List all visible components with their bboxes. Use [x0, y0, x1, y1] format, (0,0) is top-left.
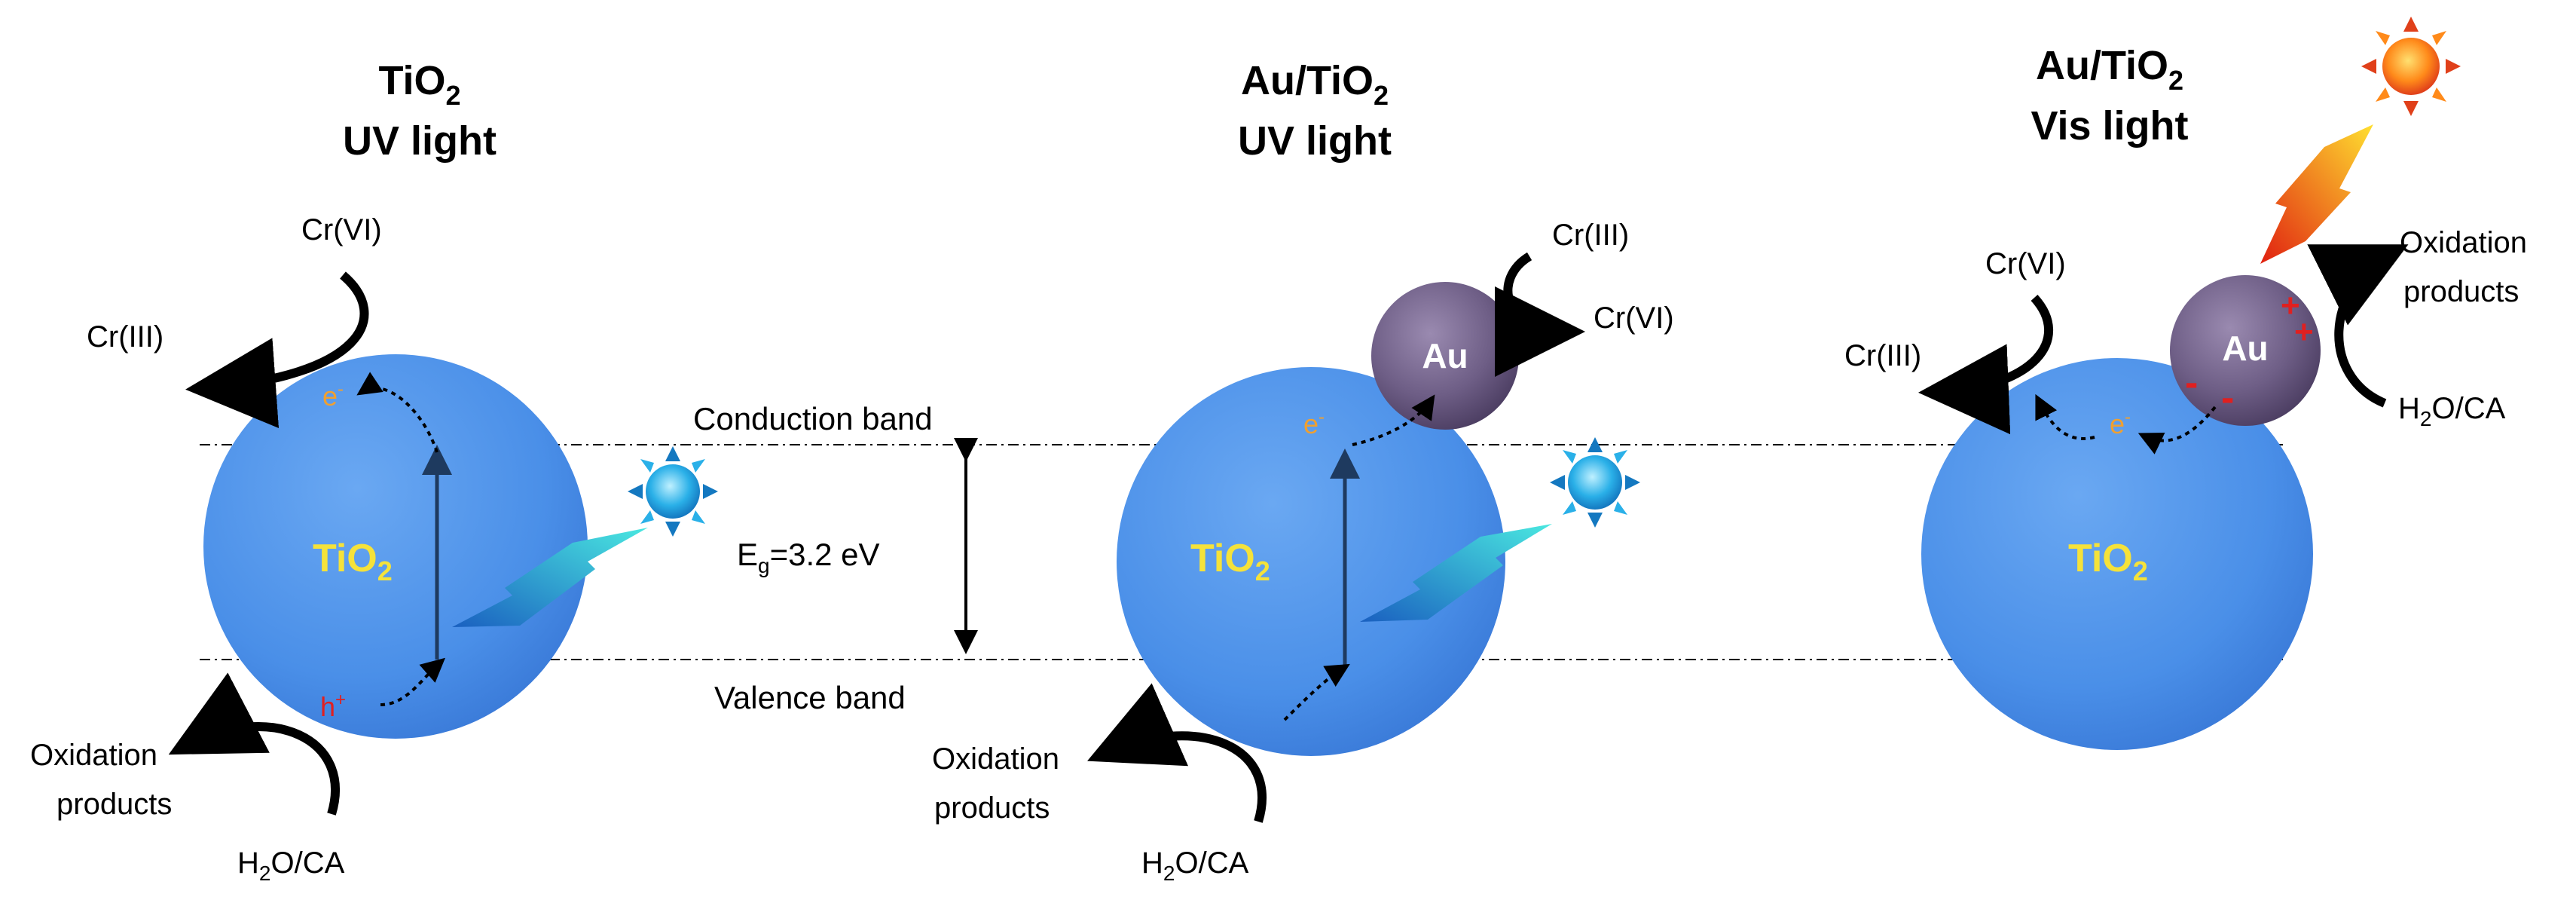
cr3-label: Cr(III) — [87, 320, 163, 354]
panel-au-tio2-vis: Au/TiO2 Vis light TiO2 Au + + - - e- Cr(… — [1844, 17, 2527, 750]
oxidation-arrow — [2307, 244, 2409, 408]
conduction-band-label: Conduction band — [693, 401, 933, 436]
electron-transfer-arrow — [1352, 394, 1435, 446]
h2o-ca-label: H2O/CA — [1141, 846, 1249, 885]
au-redox-arrow — [1494, 252, 1585, 377]
tio2-particle-label: TiO2 — [1190, 537, 1270, 586]
panel1-title: TiO2 — [378, 58, 460, 111]
cr6-label: Cr(VI) — [1594, 302, 1674, 335]
reduction-arrow — [185, 271, 369, 428]
oxidation-arrow — [1087, 683, 1267, 823]
electron-label: e- — [322, 379, 344, 412]
cr3-label: Cr(III) — [1844, 339, 1921, 372]
h2o-ca-label: H2O/CA — [237, 846, 345, 885]
panel3-light: Vis light — [2031, 103, 2188, 148]
oxidation-label-line1: Oxidation — [2400, 226, 2527, 259]
tio2-particle — [203, 354, 588, 739]
tio2-particle-label: TiO2 — [2068, 537, 2148, 586]
panel2-title: Au/TiO2 — [1241, 58, 1389, 111]
tio2-particle — [1921, 358, 2313, 750]
band-gap-label: Eg=3.2 eV — [737, 537, 880, 577]
electron-transfer-arrow — [356, 372, 439, 453]
panel2-light: UV light — [1238, 118, 1392, 164]
oxidation-label-line1: Oxidation — [30, 739, 157, 772]
electron-label: e- — [2110, 407, 2131, 439]
au-label: Au — [2222, 329, 2268, 368]
sun-icon — [2361, 17, 2461, 116]
au-nanoparticle — [1371, 282, 1519, 430]
tio2-particle-label: TiO2 — [313, 537, 393, 586]
panel1-light: UV light — [343, 118, 497, 164]
tio2-particle — [1117, 367, 1505, 756]
hole-transfer-arrow — [1283, 663, 1350, 721]
au-positive-charge-2: + — [2294, 314, 2314, 350]
hole-transfer-arrow — [380, 657, 446, 706]
electron-transfer-arrow — [2035, 393, 2095, 440]
oxidation-arrow — [168, 672, 340, 816]
oxidation-label-line2: products — [2403, 275, 2519, 308]
reduction-arrow — [1918, 294, 2053, 435]
oxidation-label-line2: products — [57, 788, 172, 821]
oxidation-label-line1: Oxidation — [932, 742, 1059, 776]
au-negative-charge-1: - — [2185, 361, 2198, 405]
au-negative-charge-2: - — [2221, 376, 2234, 420]
panel3-title: Au/TiO2 — [2036, 43, 2183, 96]
au-label: Au — [1422, 336, 1468, 375]
cr6-label: Cr(VI) — [301, 213, 382, 246]
uv-lightning-icon — [452, 528, 648, 627]
h2o-ca-label: H2O/CA — [2398, 392, 2506, 430]
uv-lightning-icon — [1360, 524, 1552, 622]
panel-au-tio2-uv: Au/TiO2 UV light TiO2 Au e- Cr(III) Cr(V… — [932, 58, 1674, 885]
au-nanoparticle — [2170, 275, 2321, 426]
oxidation-label-line2: products — [934, 791, 1050, 825]
cr3-label: Cr(III) — [1552, 219, 1629, 252]
hole-label: h+ — [320, 690, 346, 722]
uv-light-icon — [1550, 437, 1640, 528]
valence-band-label: Valence band — [714, 680, 906, 715]
cr6-label: Cr(VI) — [1985, 247, 2066, 280]
electron-label: e- — [1303, 407, 1325, 439]
panel-tio2-uv: TiO2 UV light TiO2 e- h+ Cr(VI) Cr(III) … — [30, 58, 718, 885]
uv-light-icon — [628, 446, 718, 537]
vis-lightning-icon — [2260, 124, 2373, 264]
au-positive-charge-1: + — [2281, 287, 2300, 324]
